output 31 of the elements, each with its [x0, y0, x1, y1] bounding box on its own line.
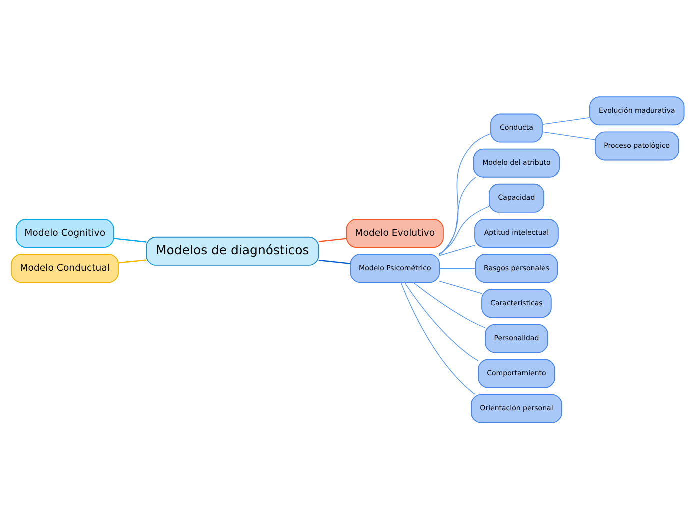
- node-box: Orientación personal: [471, 394, 562, 424]
- node-box: Comportamiento: [478, 359, 556, 388]
- connector: [404, 282, 479, 362]
- node-box: Evolución madurativa: [590, 96, 685, 126]
- connector: [542, 132, 596, 140]
- node-box: Proceso patológico: [594, 132, 680, 161]
- connector: [400, 282, 476, 396]
- connector: [413, 282, 486, 328]
- node-box: Modelo Cognitivo: [16, 219, 114, 248]
- connector: [318, 238, 347, 243]
- node-box: Personalidad: [485, 324, 548, 354]
- node-box: Conducta: [490, 114, 543, 143]
- connector: [439, 268, 476, 269]
- connector: [439, 245, 476, 256]
- connector: [439, 280, 482, 294]
- node-box: Modelo Evolutivo: [346, 219, 444, 248]
- node-box: Aptitud intelectual: [474, 219, 559, 248]
- node-box: Rasgos personales: [475, 254, 558, 284]
- node-box: Modelo del atributo: [473, 148, 560, 178]
- node-box: Modelo Psicométrico: [350, 254, 440, 284]
- node-box: Capacidad: [488, 184, 544, 213]
- connector: [439, 134, 492, 256]
- node-box: Características: [482, 289, 552, 318]
- node-box: Modelos de diagnósticos: [146, 236, 320, 266]
- connector: [542, 117, 590, 126]
- node-box: Modelo Conductual: [11, 254, 119, 284]
- connector: [438, 206, 490, 255]
- connector: [318, 260, 351, 265]
- connector: [439, 177, 476, 256]
- connector: [118, 260, 147, 264]
- connector: [114, 238, 146, 243]
